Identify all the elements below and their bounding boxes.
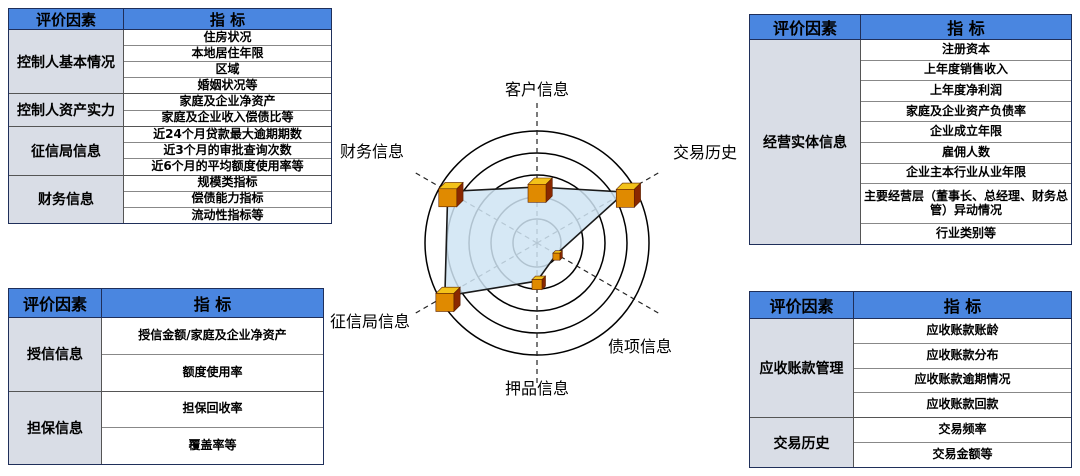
table-top-right: 评价因素 指 标经营实体信息注册资本上年度销售收入上年度净利润家庭及企业资产负债率… (749, 14, 1072, 245)
header-factor: 评价因素 (750, 15, 861, 39)
radar-axis-label: 征信局信息 (330, 312, 410, 331)
factor-cell: 征信局信息 (9, 127, 124, 175)
indicator-list: 住房状况本地居住年限区域婚姻状况等 (124, 30, 331, 93)
radar-axis-label: 客户信息 (505, 80, 569, 99)
header-factor: 评价因素 (9, 289, 102, 317)
indicator-list: 授信金额/家庭及企业净资产额度使用率 (102, 318, 323, 391)
header-indicator: 指 标 (193, 295, 232, 314)
indicator-cell: 主要经营层（董事长、总经理、财务总管）异动情况 (861, 184, 1071, 225)
table-header: 评价因素 指 标 (9, 9, 331, 30)
indicator-cell: 流动性指标等 (191, 207, 264, 222)
radar-point-marker (527, 177, 554, 204)
table-bottom-right: 评价因素指 标应收账款管理应收账款账龄应收账款分布应收账款逾期情况应收账款回款交… (749, 291, 1072, 468)
indicator-cell: 家庭及企业收入偿债比等 (161, 110, 294, 125)
indicator-list: 家庭及企业净资产家庭及企业收入偿债比等 (124, 94, 331, 126)
radar-point-marker (531, 275, 547, 291)
indicator-cell: 家庭及企业资产负债率 (861, 102, 1071, 123)
header-indicator: 指 标 (947, 19, 985, 38)
indicator-cell: 注册资本 (861, 40, 1071, 61)
radar-point-marker (615, 182, 642, 209)
table-header: 评价因素 指 标 (9, 289, 323, 318)
header-indicator: 指 标 (209, 10, 246, 29)
factor-cell: 财务信息 (9, 175, 124, 223)
header-factor: 评价因素 (750, 292, 854, 318)
radar-axis-label: 押品信息 (505, 379, 569, 398)
indicator-cell: 企业主本行业从业年限 (861, 164, 1071, 185)
indicator-cell: 交易频率 (854, 418, 1071, 443)
indicator-cell: 偿债能力指标 (124, 191, 331, 208)
indicator-cell: 应收账款分布 (854, 344, 1071, 369)
factor-group: 征信局信息近24个月贷款最大逾期期数近3个月的审批查询次数近6个月的平均额度使用… (9, 127, 331, 176)
indicator-cell: 近6个月的平均额度使用率等 (151, 159, 304, 174)
indicator-cell: 婚姻状况等 (197, 77, 258, 92)
radar-axis-line (536, 242, 661, 315)
table-header: 评价因素 指 标 (750, 15, 1071, 40)
factor-group: 交易历史交易频率交易金额等 (750, 418, 1071, 467)
header-factor: 评价因素 (9, 9, 124, 29)
indicator-list: 近24个月贷款最大逾期期数近3个月的审批查询次数近6个月的平均额度使用率等 (124, 127, 331, 175)
indicator-list: 应收账款账龄应收账款分布应收账款逾期情况应收账款回款 (854, 319, 1071, 417)
factor-cell: 交易历史 (750, 418, 854, 467)
indicator-cell: 授信金额/家庭及企业净资产 (102, 318, 323, 355)
cube-front (527, 184, 547, 203)
table-top-left: 评价因素指 标控制人基本情况住房状况本地居住年限区域婚姻状况等控制人资产实力家庭… (8, 8, 332, 224)
factor-cell: 授信信息 (9, 318, 102, 391)
indicator-cell: 区域 (124, 62, 331, 79)
indicator-cell: 应收账款回款 (926, 397, 999, 412)
factor-cell: 担保信息 (9, 391, 102, 464)
indicator-cell: 上年度销售收入 (861, 61, 1071, 82)
factor-group: 控制人资产实力家庭及企业净资产家庭及企业收入偿债比等 (9, 94, 331, 127)
radar-point-marker (552, 249, 564, 261)
factor-group: 财务信息规模类指标偿债能力指标流动性指标等 (9, 175, 331, 224)
indicator-cell: 本地居住年限 (124, 46, 331, 63)
radar-point-marker (435, 286, 461, 313)
cube-front (615, 189, 635, 208)
indicator-list: 交易频率交易金额等 (854, 418, 1071, 467)
indicator-list: 担保回收率覆盖率等 (102, 392, 323, 465)
indicator-cell: 上年度净利润 (861, 81, 1071, 102)
indicator-cell: 交易金额等 (932, 447, 993, 462)
indicator-cell: 近24个月贷款最大逾期期数 (124, 127, 331, 144)
indicator-cell: 规模类指标 (124, 175, 331, 192)
radar-axis-line (413, 242, 538, 315)
indicator-cell: 额度使用率 (182, 364, 243, 379)
factor-group: 授信信息授信金额/家庭及企业净资产额度使用率 (9, 318, 323, 392)
factor-group: 应收账款管理应收账款账龄应收账款分布应收账款逾期情况应收账款回款 (750, 319, 1071, 418)
indicator-cell: 覆盖率等 (188, 438, 237, 453)
radar-axis-label: 交易历史 (673, 143, 737, 162)
factor-cell: 控制人基本情况 (9, 30, 124, 94)
radar-point-marker (438, 181, 464, 208)
indicator-cell: 担保回收率 (102, 392, 323, 429)
table-header: 评价因素 指 标 (750, 292, 1071, 319)
indicator-cell: 行业类别等 (935, 226, 996, 241)
radar-axis-label: 财务信息 (340, 142, 404, 161)
table-bottom-left: 评价因素 指 标授信信息授信金额/家庭及企业净资产额度使用率担保信息担保回收率覆盖… (8, 288, 324, 465)
indicator-cell: 家庭及企业净资产 (124, 94, 331, 111)
cube-front (435, 293, 455, 312)
cube-front (531, 279, 543, 290)
indicator-list: 注册资本上年度销售收入上年度净利润家庭及企业资产负债率企业成立年限雇佣人数企业主… (861, 40, 1071, 244)
radar-axis-line (413, 171, 538, 244)
factor-group: 担保信息担保回收率覆盖率等 (9, 391, 323, 465)
factor-group: 控制人基本情况住房状况本地居住年限区域婚姻状况等 (9, 30, 331, 95)
cube-front (438, 188, 458, 208)
factor-cell: 应收账款管理 (750, 319, 854, 417)
factor-group: 经营实体信息注册资本上年度销售收入上年度净利润家庭及企业资产负债率企业成立年限雇… (750, 40, 1071, 244)
indicator-cell: 企业成立年限 (861, 122, 1071, 143)
indicator-cell: 雇佣人数 (861, 143, 1071, 164)
factor-cell: 经营实体信息 (750, 40, 861, 244)
radar-axis-label: 债项信息 (608, 337, 672, 356)
indicator-cell: 应收账款逾期情况 (854, 369, 1071, 394)
cube-front (552, 252, 561, 261)
indicator-cell: 住房状况 (124, 30, 331, 47)
header-indicator: 指 标 (943, 297, 982, 316)
indicator-cell: 应收账款账龄 (854, 319, 1071, 344)
indicator-cell: 近3个月的审批查询次数 (124, 143, 331, 160)
factor-cell: 控制人资产实力 (9, 94, 124, 126)
indicator-list: 规模类指标偿债能力指标流动性指标等 (124, 175, 331, 224)
